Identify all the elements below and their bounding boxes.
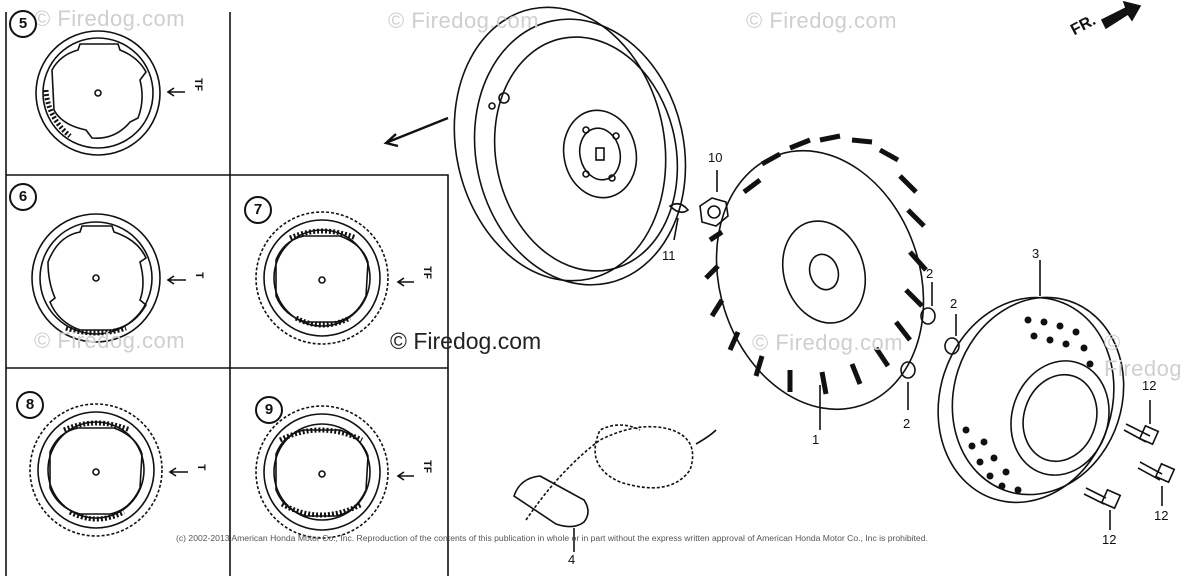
- callout-12c: 12: [1102, 532, 1117, 547]
- flywheel-drawing: [453, 6, 687, 286]
- center-watermark: © Firedog.com: [390, 328, 542, 354]
- starter-rope-drawing: [513, 424, 717, 552]
- callout-11: 11: [662, 248, 676, 263]
- bolt-parts: [1083, 400, 1176, 530]
- ring-panel-6: [31, 213, 186, 343]
- callout-1: 1: [812, 432, 820, 447]
- watermark: © Firedog.com: [1104, 330, 1180, 381]
- ring-panel-9: [255, 405, 414, 539]
- callout-2b: 2: [950, 296, 958, 311]
- inset-mark-8: T: [194, 464, 206, 471]
- starter-pulley-drawing: [937, 260, 1125, 504]
- callout-12b: 12: [1154, 508, 1169, 523]
- callout-10: 10: [708, 150, 723, 165]
- watermark: © Firedog.com: [752, 330, 904, 355]
- inset-number-8: 8: [16, 391, 44, 419]
- watermark: © Firedog.com: [388, 8, 540, 33]
- callout-4: 4: [568, 552, 576, 567]
- callout-12a: 12: [1142, 378, 1157, 393]
- ring-panel-7: [255, 211, 414, 345]
- inset-grid-lines: [5, 12, 449, 576]
- watermark: © Firedog.com: [34, 6, 186, 31]
- watermark: © Firedog.com: [34, 328, 186, 353]
- direction-arrow: [1100, 0, 1142, 30]
- callout-2a: 2: [926, 266, 934, 281]
- inset-number-7: 7: [244, 196, 272, 224]
- ring-panel-5: [35, 30, 185, 156]
- ring-panel-8: [29, 403, 188, 537]
- inset-mark-5: TF: [191, 78, 203, 92]
- watermark: © Firedog.com: [746, 8, 898, 33]
- inset-mark-7: TF: [420, 266, 432, 280]
- pointer-arrow: [383, 116, 449, 148]
- copyright-notice: (c) 2002-2013 American Honda Motor Co., …: [176, 533, 928, 543]
- nut-and-key: [668, 170, 729, 241]
- inset-number-5: 5: [9, 10, 37, 38]
- callout-3: 3: [1032, 246, 1040, 261]
- callout-2c: 2: [903, 416, 911, 431]
- inset-number-9: 9: [255, 396, 283, 424]
- cooling-fan-drawing: [704, 133, 928, 430]
- inset-number-6: 6: [9, 183, 37, 211]
- inset-mark-6: T: [192, 272, 204, 279]
- inset-mark-9: TF: [420, 460, 432, 474]
